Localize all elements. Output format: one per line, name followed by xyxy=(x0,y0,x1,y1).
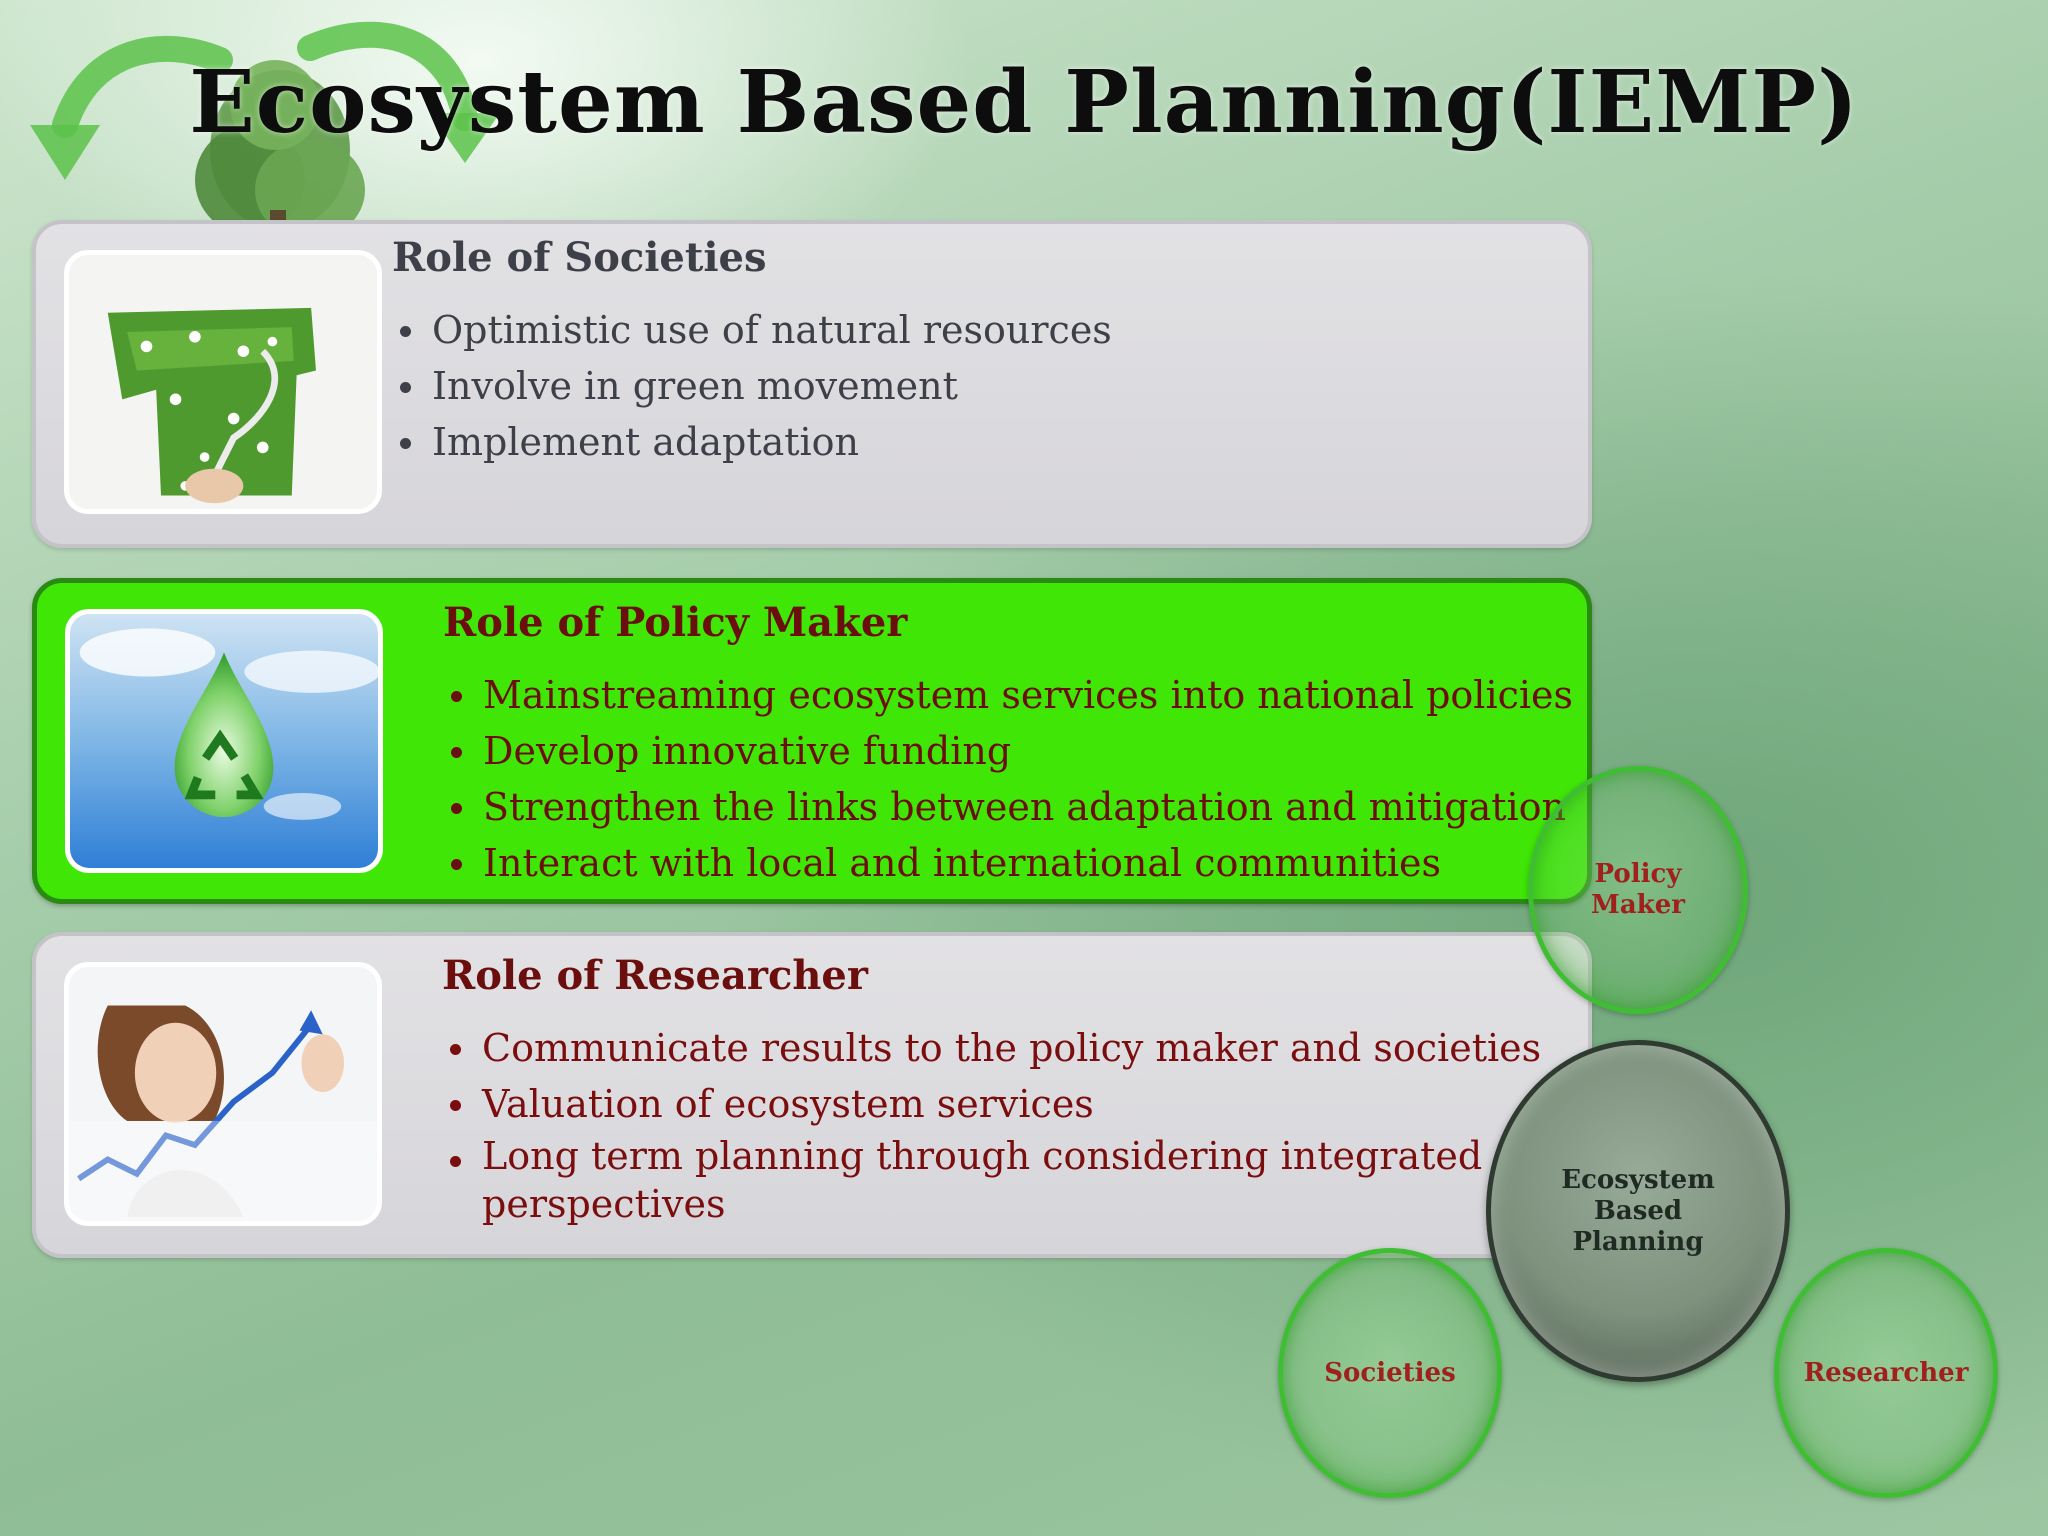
ecosystem-based-planning-node: Ecosystem Based Planning xyxy=(1486,1040,1790,1382)
policy-maker-node-label: Policy Maker xyxy=(1591,859,1685,920)
policy-maker-node: Policy Maker xyxy=(1528,766,1748,1014)
researcher-node: Researcher xyxy=(1774,1248,1998,1498)
hand-painting-grass-image xyxy=(64,250,382,514)
societies-node-label: Societies xyxy=(1324,1357,1456,1388)
bullet-item: Interact with local and international co… xyxy=(443,835,1573,891)
bullet-item: Strengthen the links between adaptation … xyxy=(443,779,1573,835)
bullet-item: Mainstreaming ecosystem services into na… xyxy=(443,667,1573,723)
bullet-item: Develop innovative funding xyxy=(443,723,1573,779)
policy-maker-heading: Role of Policy Maker xyxy=(443,599,908,646)
slide-title: Ecosystem Based Planning(IEMP) xyxy=(189,52,1859,153)
societies-heading: Role of Societies xyxy=(392,234,767,281)
center-node-label: Ecosystem Based Planning xyxy=(1561,1164,1715,1257)
recycle-arrow-left-icon xyxy=(30,35,233,180)
bullet-item: Long term planning through considering i… xyxy=(442,1132,1502,1228)
woman-drawing-growth-chart-image xyxy=(64,962,382,1226)
researcher-heading: Role of Researcher xyxy=(442,952,868,999)
researcher-panel: Role of Researcher Communicate results t… xyxy=(32,932,1592,1258)
bullet-item: Valuation of ecosystem services xyxy=(442,1076,1541,1132)
recycle-water-drop-image xyxy=(65,609,383,873)
societies-bullet-list: Optimistic use of natural resources Invo… xyxy=(392,302,1112,470)
bullet-item: Optimistic use of natural resources xyxy=(392,302,1112,358)
societies-panel: Role of Societies Optimistic use of natu… xyxy=(32,220,1592,548)
tree-illustration xyxy=(195,60,365,230)
recycle-arrow-right-icon xyxy=(297,21,500,163)
policy-maker-panel: Role of Policy Maker Mainstreaming ecosy… xyxy=(32,578,1592,904)
policy-maker-bullet-list: Mainstreaming ecosystem services into na… xyxy=(443,667,1573,891)
bullet-item: Implement adaptation xyxy=(392,414,1112,470)
researcher-node-label: Researcher xyxy=(1803,1357,1969,1388)
bullet-item: Communicate results to the policy maker … xyxy=(442,1020,1541,1076)
researcher-bullet-list: Communicate results to the policy maker … xyxy=(442,1020,1541,1228)
bullet-item: Involve in green movement xyxy=(392,358,1112,414)
societies-node: Societies xyxy=(1278,1248,1502,1498)
